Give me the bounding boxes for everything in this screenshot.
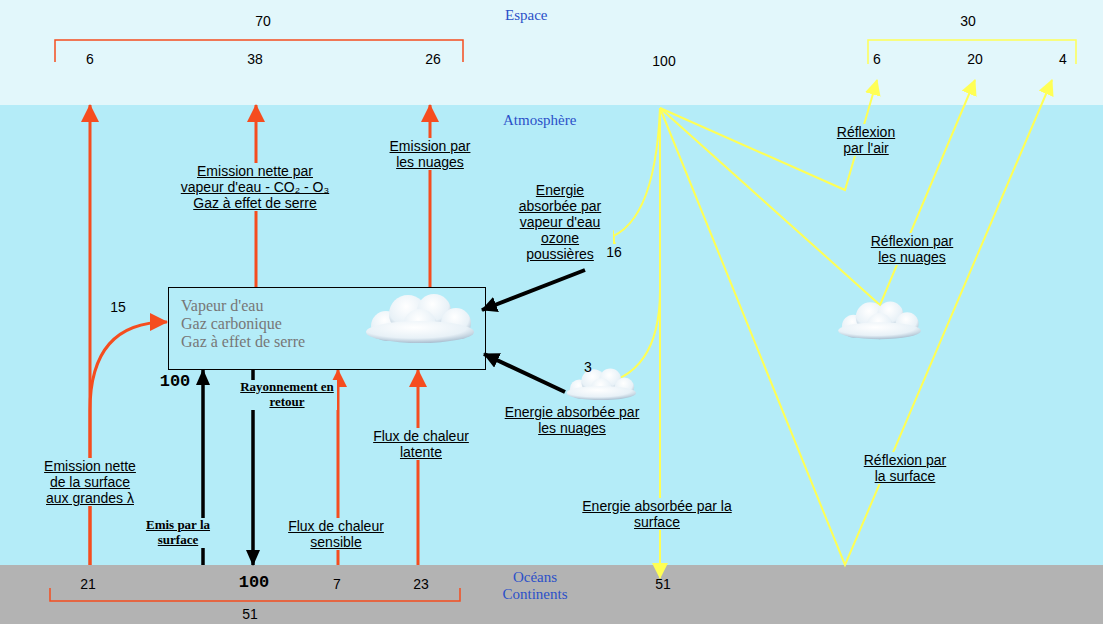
flux-label-wrap: Emis par la surface xyxy=(138,518,218,548)
node-text-wrap: Espace xyxy=(505,6,547,24)
space-ground xyxy=(0,0,1103,105)
value-number: 20 xyxy=(967,51,983,67)
node-text-wrap: Gaz à effet de serre xyxy=(181,333,305,351)
value-number: 100 xyxy=(239,573,270,593)
value-number-wrap: 30 xyxy=(938,12,998,30)
value-number-wrap: 100 xyxy=(145,372,205,392)
value-number-wrap: 26 xyxy=(403,50,463,68)
value-number-wrap: 51 xyxy=(633,575,693,593)
flux-label-wrap: Rayonnement en retour xyxy=(237,380,337,410)
annotation: Réflexion par la surface xyxy=(855,452,955,484)
solar-ray xyxy=(660,80,1052,565)
value-number-wrap: 20 xyxy=(945,50,1005,68)
flux-label: Emission nette par vapeur d'eau - CO₂ - … xyxy=(175,163,335,211)
surface-ground xyxy=(0,565,1103,624)
cloud xyxy=(838,302,921,340)
value-number: 51 xyxy=(242,606,258,622)
value-number-wrap: 70 xyxy=(233,12,293,30)
flux-label-wrap: Emission nette par vapeur d'eau - CO₂ - … xyxy=(175,163,335,212)
value-number: 38 xyxy=(247,51,263,67)
value-number: 30 xyxy=(960,13,976,29)
value-number: 4 xyxy=(1059,51,1067,67)
annotation-wrap: Energie absorbée par les nuages xyxy=(502,404,642,437)
annotation: Energie absorbée par les nuages xyxy=(502,404,642,436)
annotation-wrap: Energie absorbée par vapeur d'eau ozone … xyxy=(508,182,613,263)
value-number-wrap: 6 xyxy=(60,50,120,68)
value-number-wrap: 38 xyxy=(225,50,285,68)
value-number-wrap: 100 xyxy=(634,52,694,70)
value-number-wrap: 6 xyxy=(847,50,907,68)
node-text-wrap: Océans Continents xyxy=(495,569,575,604)
cloud xyxy=(366,294,474,343)
value-number-wrap: 100 xyxy=(224,573,284,593)
space-band: Espace xyxy=(0,0,1103,105)
value-number: 16 xyxy=(604,244,624,260)
value-number: 6 xyxy=(873,51,881,67)
annotation-wrap: Energie absorbée par la surface xyxy=(577,498,737,531)
annotation: Energie absorbée par la surface xyxy=(577,498,737,530)
annotation-wrap: Réflexion par l'air xyxy=(826,124,906,157)
flux-label: Emission par les nuages xyxy=(385,138,475,170)
value-number-wrap: 15 xyxy=(88,298,148,316)
value-number: 23 xyxy=(413,576,429,592)
node-text: Gaz à effet de serre xyxy=(181,333,305,351)
solar-ray xyxy=(594,108,660,385)
value-number: 100 xyxy=(160,372,191,392)
value-number: 26 xyxy=(425,51,441,67)
value-number: 3 xyxy=(584,359,592,375)
value-number-wrap: 23 xyxy=(391,575,451,593)
value-number: 6 xyxy=(86,51,94,67)
energy-flux-arrow xyxy=(429,105,432,287)
value-number-wrap: 4 xyxy=(1033,50,1093,68)
value-number-wrap: 3 xyxy=(558,358,618,376)
node-text-wrap: Gaz carbonique xyxy=(181,315,282,333)
cloud xyxy=(567,369,636,401)
transfer-arrow xyxy=(484,354,565,392)
node-text: Vapeur d'eau xyxy=(181,297,263,315)
value-number: 7 xyxy=(333,576,341,592)
annotation: Réflexion par les nuages xyxy=(862,233,962,265)
annotation: Energie absorbée par vapeur d'eau ozone … xyxy=(508,182,613,262)
flux-label-wrap: Flux de chaleur sensible xyxy=(280,518,392,551)
value-number: 70 xyxy=(255,13,271,29)
flux-label: Flux de chaleur sensible xyxy=(280,518,392,550)
flux-label-wrap: Emission nette de la surface aux grandes… xyxy=(38,458,143,507)
atmosphere-band: AtmosphèreVapeur d'eauGaz carboniqueGaz … xyxy=(0,105,1103,565)
flux-label: Rayonnement en retour xyxy=(237,380,337,410)
value-number: 15 xyxy=(110,299,126,315)
flux-label: Emission nette de la surface aux grandes… xyxy=(38,458,143,506)
flux-label: Flux de chaleur latente xyxy=(361,428,481,460)
value-number-wrap: 21 xyxy=(58,575,118,593)
node-text: Gaz carbonique xyxy=(181,315,282,333)
node-text: Atmosphère xyxy=(503,112,576,129)
energy-flux-arrow xyxy=(417,370,420,565)
surface-band: Océans Continents xyxy=(0,565,1103,624)
value-number: 51 xyxy=(655,576,671,592)
value-number-wrap: 7 xyxy=(307,575,367,593)
node-text-wrap: Atmosphère xyxy=(503,111,576,129)
annotation-wrap: Réflexion par la surface xyxy=(855,452,955,485)
annotation-wrap: Réflexion par les nuages xyxy=(862,233,962,266)
atmosphere-ground xyxy=(0,105,1103,565)
flux-label-wrap: Emission par les nuages xyxy=(385,138,475,171)
solar-ray xyxy=(660,80,975,305)
gas-box: Vapeur d'eauGaz carboniqueGaz à effet de… xyxy=(168,287,486,370)
value-number-wrap: 51 xyxy=(220,605,280,623)
flux-label-wrap: Flux de chaleur latente xyxy=(361,428,481,461)
node-text: Océans Continents xyxy=(495,569,575,604)
value-number: 100 xyxy=(652,53,675,69)
node-text-wrap: Vapeur d'eau xyxy=(181,297,263,315)
annotation: Réflexion par l'air xyxy=(826,124,906,156)
flux-label: Emis par la surface xyxy=(138,518,218,548)
value-number: 21 xyxy=(80,576,96,592)
transfer-arrow xyxy=(482,270,585,310)
node-text: Espace xyxy=(505,7,547,24)
